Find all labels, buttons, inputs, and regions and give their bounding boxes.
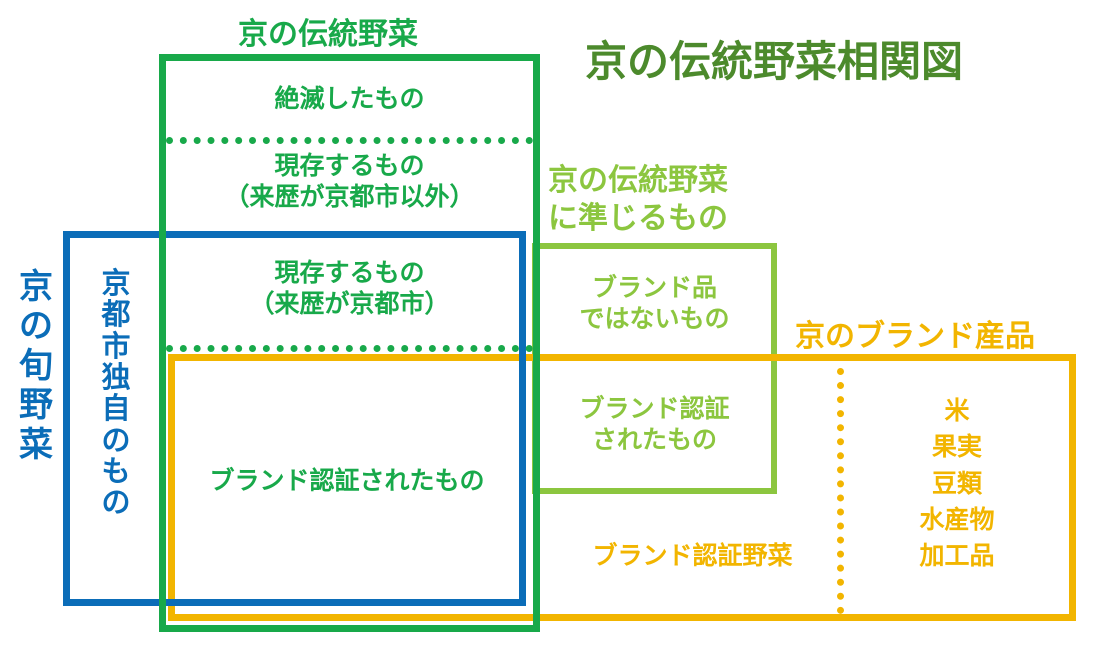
existing-kyoto-label: 現存するもの （来歴が京都市） [166,257,533,320]
brand-product-rice: 米 [944,396,970,425]
kyoto-only-char: の [101,422,131,457]
brand-product-fruit: 果実 [931,432,982,462]
quasi-brand-certified-label: ブランド認証 されたもの [538,393,771,456]
existing-kyoto-line-1: 現存するもの [274,258,425,287]
shun-char: 旬 [19,345,53,386]
shun-vegetables-box [63,231,526,606]
shun-char: 京 [19,267,53,307]
kyoto-only-char: 市 [101,328,131,363]
quasi-not-brand-label: ブランド品 ではないもの [538,272,771,335]
quasi-label-line-2: に準じるもの [548,200,728,236]
diagram-title: 京の伝統野菜相関図 [585,37,964,86]
brand-products-box [168,354,1076,621]
brand-certified-vegetables-label: ブランド認証野菜 [592,541,793,570]
extinct-label: 絶滅したもの [274,84,425,113]
existing-outside-line-1: 現存するもの [274,151,425,180]
quasi-brand-line-1: ブランド認証 [579,394,730,423]
shun-char: の [19,306,53,347]
kyoto-only-char: 都 [101,297,131,332]
shun-char: 野 [19,385,53,426]
traditional-vegetables-label: 京の伝統野菜 [238,17,418,52]
brand-certified-traditional-label: ブランド認証されたもの [209,466,485,495]
shun-vegetables-label: 京 の 旬 野 菜 [16,267,56,465]
quasi-brand-line-2: されたもの [591,425,717,455]
shun-char: 菜 [19,424,53,465]
kyoto-only-char: 自 [101,391,131,426]
quasi-not-brand-line-1: ブランド品 [591,273,717,302]
quasi-traditional-label: 京の伝統野菜 に準じるもの [548,162,728,237]
kyoto-only-char: の [101,485,131,520]
kyoto-only-label: 京 都 市 独 自 の も の [96,266,136,520]
brand-product-beans: 豆類 [931,468,982,498]
existing-outside-line-2: （来歴が京都市以外） [224,182,475,212]
brand-products-label: 京のブランド産品 [795,319,1035,354]
divider-brand-vertical [837,368,844,614]
quasi-not-brand-line-2: ではないもの [579,304,730,334]
quasi-label-line-1: 京の伝統野菜 [548,163,728,198]
kyoto-only-char: 独 [101,359,131,394]
existing-outside-kyoto-label: 現存するもの （来歴が京都市以外） [166,150,533,213]
brand-other-products-list: 米 果実 豆類 水産物 加工品 [845,393,1069,574]
traditional-vegetables-box [159,54,540,632]
brand-product-seafood: 水産物 [919,504,995,534]
divider-kyoto-origin [166,345,533,352]
existing-kyoto-line-2: （来歴が京都市） [249,289,450,319]
kyoto-only-char: も [101,453,131,488]
kyoto-only-char: 京 [101,266,131,300]
brand-product-processed: 加工品 [919,541,995,570]
divider-extinct [166,137,533,144]
